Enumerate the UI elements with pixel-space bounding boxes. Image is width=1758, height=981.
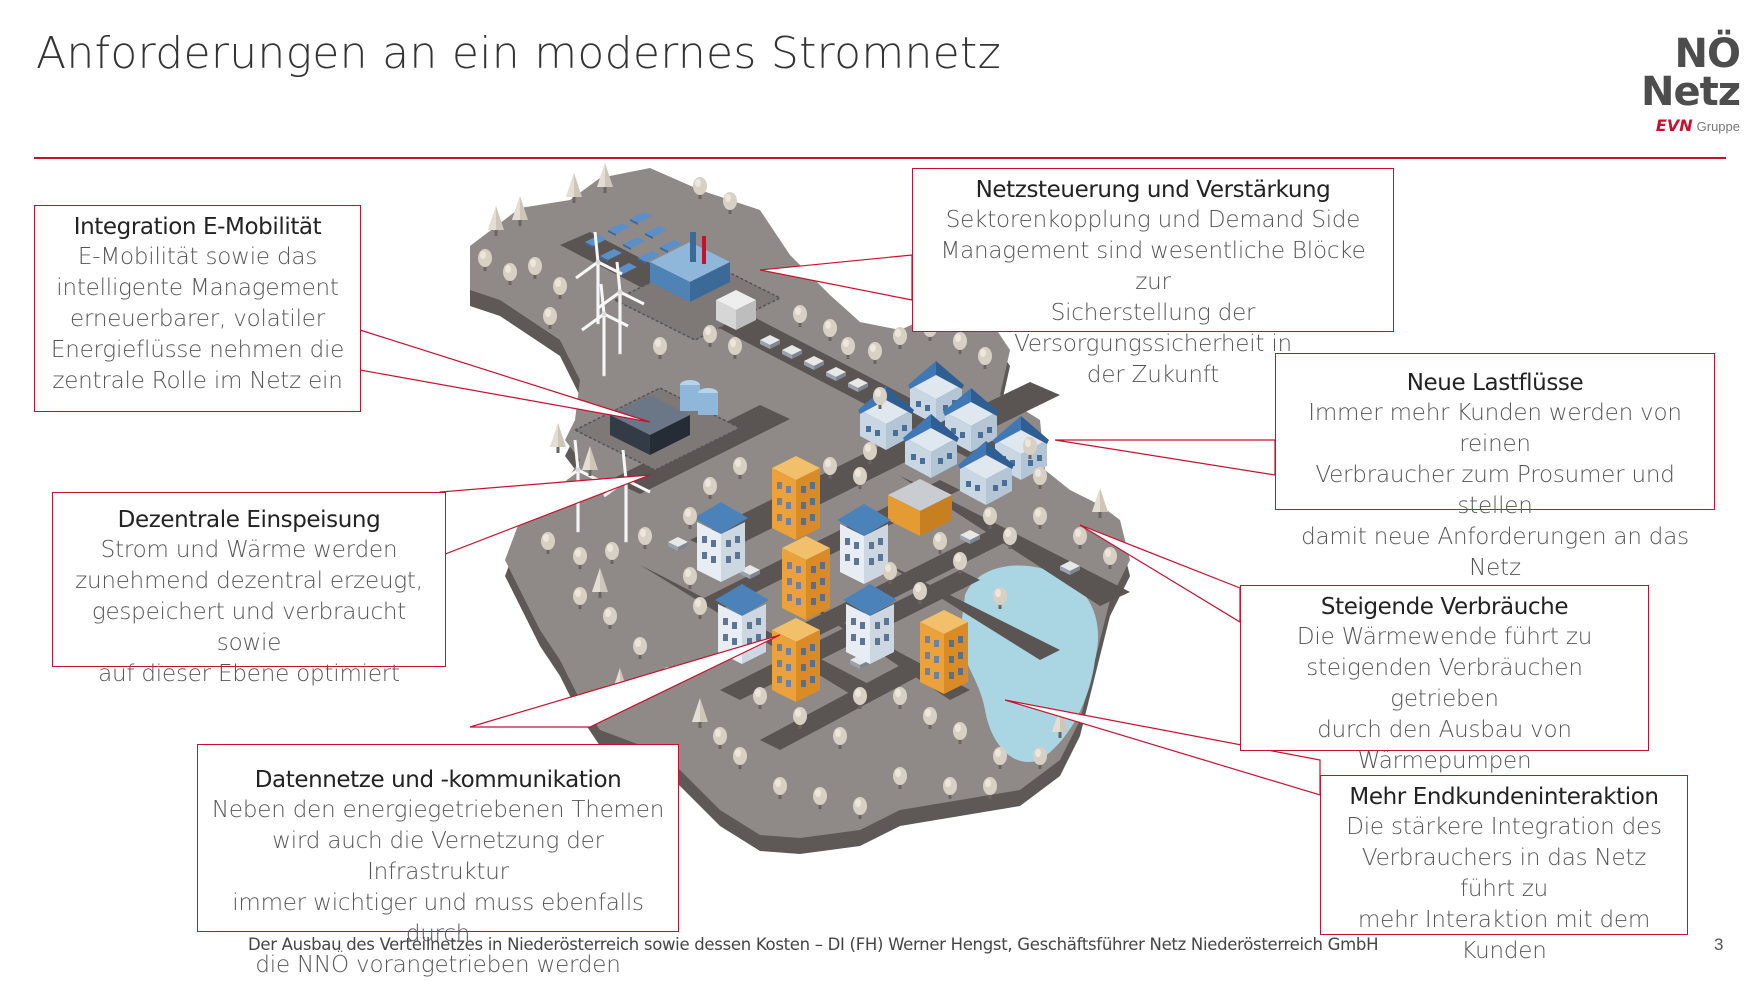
control-heading: Netzsteuerung und Verstärkung <box>975 177 1331 203</box>
emobility-line: intelligente Management <box>56 275 339 301</box>
power-plant <box>610 380 718 455</box>
interaction-line: mehr Interaktion mit dem <box>1357 907 1651 933</box>
loadflows-heading: Neue Lastflüsse <box>1406 370 1584 396</box>
control-line: Sektorenkopplung und Demand Side <box>945 207 1361 233</box>
data-heading: Datennetze und -kommunikation <box>254 767 622 793</box>
page-title: Anforderungen an ein modernes Stromnetz <box>36 28 1001 79</box>
consumption-line: Die Wärmewende führt zu <box>1296 624 1593 650</box>
decentral-line: Strom und Wärme werden <box>100 537 398 563</box>
data-line: immer wichtiger und muss ebenfalls durch <box>232 890 644 947</box>
interaction-heading: Mehr Endkundeninteraktion <box>1349 784 1659 810</box>
page-number: 3 <box>1714 935 1724 954</box>
consumption-line: Wärmepumpen <box>1357 748 1532 774</box>
callout-emobility: Integration E-Mobilität E-Mobilität sowi… <box>34 205 361 412</box>
consumption-line: durch den Ausbau von <box>1317 717 1572 743</box>
decentral-line: zunehmend dezentral erzeugt, <box>75 568 423 594</box>
callout-loadflows: Neue Lastflüsse Immer mehr Kunden werden… <box>1275 353 1715 581</box>
emobility-line: erneuerbarer, volatiler <box>70 306 325 332</box>
loadflows-line: damit neue Anforderungen an das Netz <box>1301 524 1689 581</box>
emobility-line: zentrale Rolle im Netz ein <box>52 368 343 394</box>
decentral-heading: Dezentrale Einspeisung <box>117 507 381 533</box>
emobility-line: Energieflüsse nehmen die <box>50 337 345 363</box>
callout-data: Datennetze und -kommunikation Neben den … <box>197 744 679 978</box>
data-line: wird auch die Vernetzung der Infrastrukt… <box>272 828 604 885</box>
decentral-line: gespeichert und verbraucht sowie <box>91 599 407 656</box>
decentral-line: auf dieser Ebene optimiert <box>98 661 400 687</box>
consumption-heading: Steigende Verbräuche <box>1320 594 1569 620</box>
logo-brand: EVN <box>1655 116 1693 135</box>
logo-line-1: NÖ <box>1674 31 1741 77</box>
consumption-line: steigenden Verbräuchen getrieben <box>1306 655 1583 712</box>
callout-consumption: Steigende Verbräuche Die Wärmewende führ… <box>1240 585 1649 774</box>
interaction-line: Kunden <box>1461 938 1547 964</box>
data-line: Neben den energiegetriebenen Themen <box>211 797 665 823</box>
control-line: Sicherstellung der Versorgungssicherheit… <box>1014 300 1292 357</box>
data-line: die NNÖ vorangetrieben werden <box>255 952 621 978</box>
interaction-line: Verbrauchers in das Netz führt zu <box>1361 845 1647 902</box>
logo-line-2: Netz <box>1640 69 1741 115</box>
footer-text: Der Ausbau des Verteilnetzes in Niederös… <box>248 935 1379 954</box>
callout-interaction: Mehr Endkundeninteraktion Die stärkere I… <box>1320 775 1688 964</box>
office-building <box>888 479 952 536</box>
loadflows-line: Verbraucher zum Prosumer und stellen <box>1315 462 1675 519</box>
callout-lines <box>359 254 1321 796</box>
control-line: Management sind wesentliche Blöcke zur <box>940 238 1366 295</box>
emobility-line: E-Mobilität sowie das <box>77 244 318 270</box>
title-divider <box>34 157 1726 159</box>
callout-decentral: Dezentrale Einspeisung Strom und Wärme w… <box>52 492 446 687</box>
loadflows-line: Immer mehr Kunden werden von reinen <box>1308 400 1682 457</box>
interaction-line: Die stärkere Integration des <box>1346 814 1662 840</box>
control-building <box>650 232 756 330</box>
logo-group: Gruppe <box>1696 119 1740 134</box>
emobility-heading: Integration E-Mobilität <box>73 214 322 240</box>
control-line: der Zukunft <box>1086 362 1220 388</box>
callout-control: Netzsteuerung und Verstärkung Sektorenko… <box>912 168 1394 388</box>
